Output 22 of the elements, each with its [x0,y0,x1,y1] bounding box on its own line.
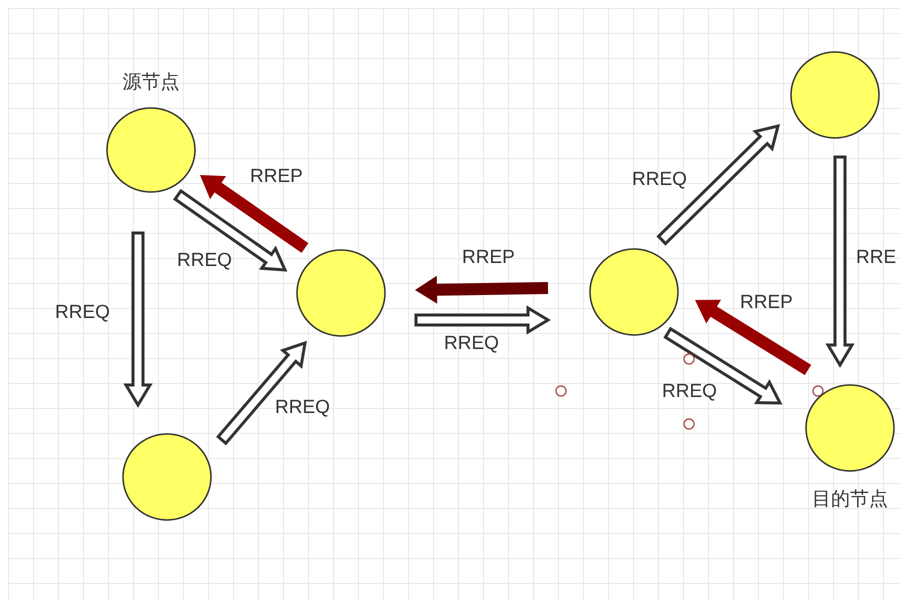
edge-label: RREQ [632,169,687,191]
node-label: 目的节点 [812,488,888,512]
arrow [216,340,307,446]
arrow [414,305,551,335]
edge-label: RREQ [177,250,232,272]
edge-label: RREP [462,247,515,269]
edge-label: RRE [856,247,896,269]
node-label: 源节点 [122,71,180,95]
arrow [656,124,780,246]
edge-label: RREP [250,166,303,188]
edge-label: RREQ [275,397,330,419]
arrow [695,300,812,376]
arrow [173,188,288,272]
edge-label: RREP [740,292,793,314]
edge-label: RREQ [662,381,717,403]
arrow [415,276,548,304]
arrow [663,326,782,405]
edge-label: RREQ [444,333,499,355]
arrow [200,175,308,253]
edge-label: RREQ [55,302,110,324]
arrow [123,232,153,408]
arrow [825,156,855,368]
